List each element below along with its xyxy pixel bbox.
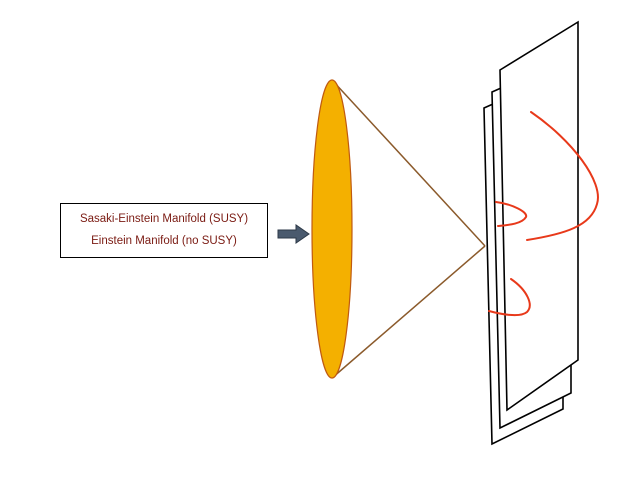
label-sasaki-einstein: Sasaki-Einstein Manifold (SUSY) [79,213,249,225]
manifold-label-box: Sasaki-Einstein Manifold (SUSY) Einstein… [60,203,268,258]
open-strings [488,111,599,317]
brane-sheet-front [499,20,579,412]
string-upper-small [495,201,528,227]
brane-stack [483,20,579,446]
label-einstein: Einstein Manifold (no SUSY) [91,235,237,247]
string-lower [488,278,531,317]
cone-edge-top [331,79,486,247]
arrow-right-icon [277,224,310,244]
cone-edge-bottom [331,245,486,379]
string-large [526,111,599,241]
cone-base-ellipse [311,79,353,379]
